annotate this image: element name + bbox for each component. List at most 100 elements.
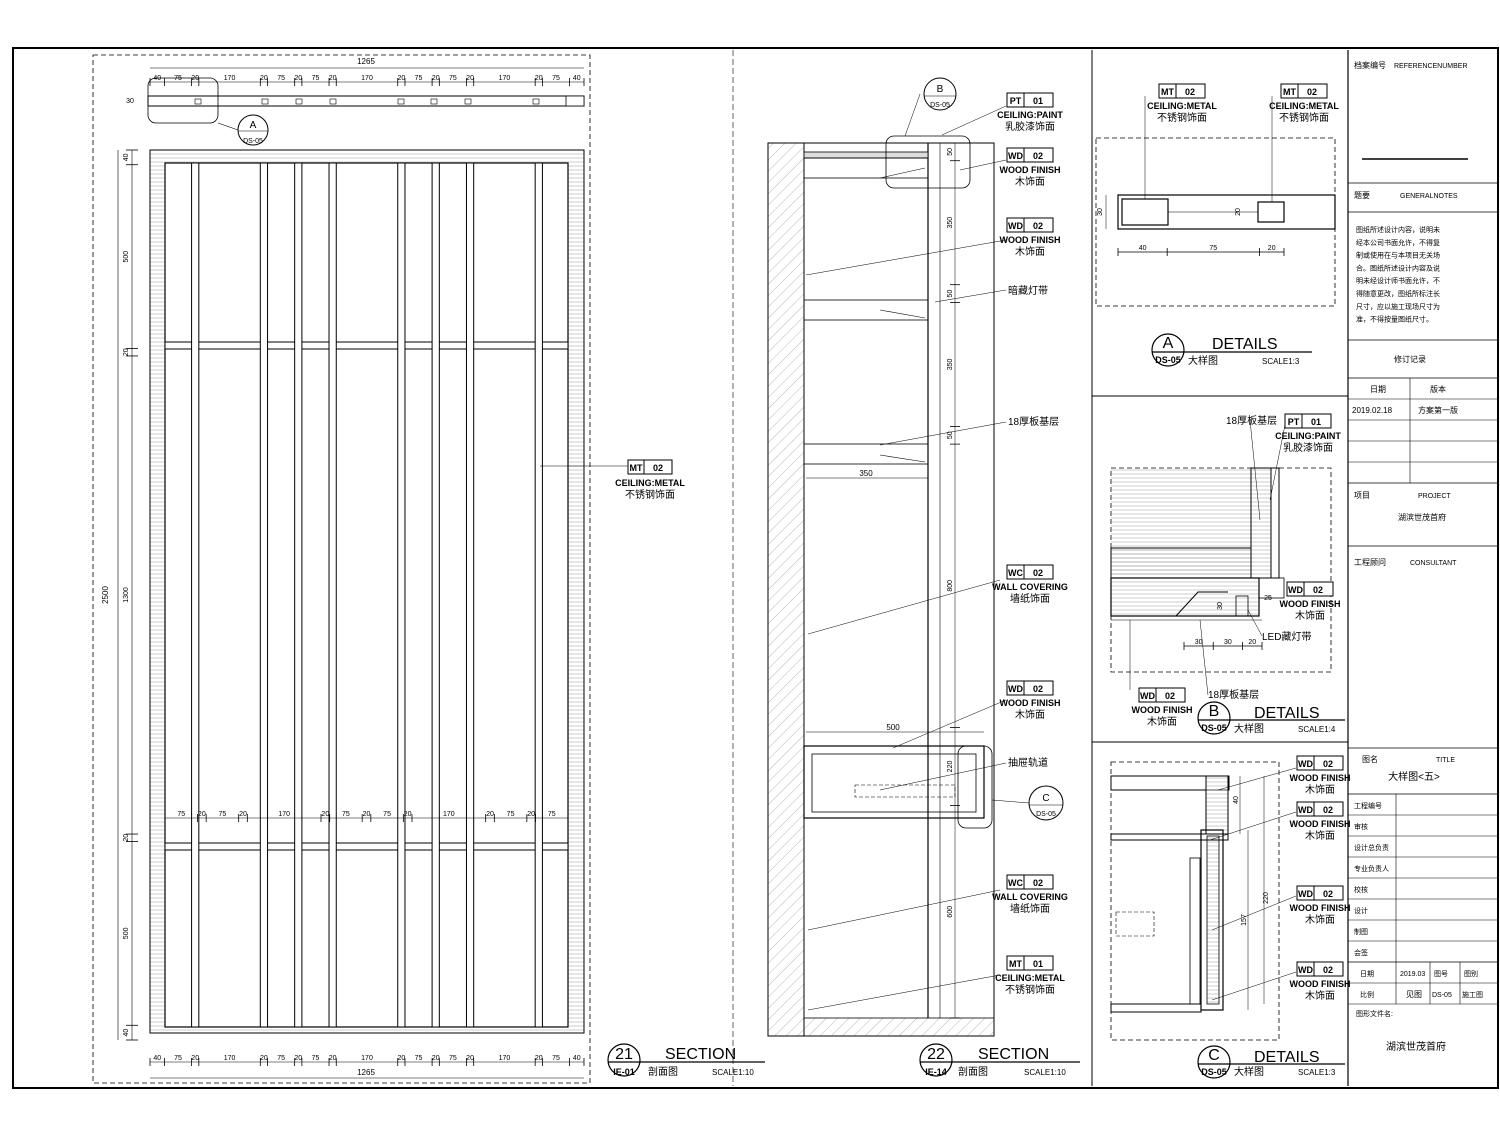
- tag-C: C DS-05: [991, 785, 1064, 821]
- signature-row-label: 审核: [1354, 822, 1368, 831]
- mid-dim-value: 75: [548, 811, 556, 818]
- detailA-label-en: CEILING:METAL: [1147, 101, 1217, 111]
- detailB-label-en: CEILING:PAINT: [1275, 431, 1341, 441]
- detailB-label-num: 01: [1311, 417, 1321, 427]
- svg-text:SECTION: SECTION: [665, 1046, 736, 1063]
- left-dim-value: 1300: [123, 587, 130, 603]
- svg-text:DETAILS: DETAILS: [1254, 705, 1320, 722]
- detailA-label-cn: 不锈钢饰面: [1279, 111, 1329, 124]
- detailB-label-cn: 木饰面: [1295, 609, 1325, 622]
- svg-text:日期: 日期: [1360, 970, 1374, 978]
- detailA-label-num: 02: [1307, 87, 1317, 97]
- general-notes: 图纸所述设计内容，说明未经本公司书面允许，不得复制或使用在与本项目无关场合。图纸…: [1356, 225, 1440, 324]
- svg-text:2019.02.18: 2019.02.18: [1352, 406, 1393, 415]
- section22-label-num: 02: [1033, 151, 1043, 161]
- detailB-title: B DS-05 DETAILS 大样图 SCALE1:4: [1197, 701, 1345, 735]
- detailC-label-tag: WD: [1298, 965, 1313, 975]
- svg-text:C: C: [1042, 793, 1049, 804]
- detailA-height: 30: [1097, 208, 1104, 216]
- left-total-dim: 2500: [101, 586, 110, 604]
- section22-label-tag: PT: [1010, 96, 1022, 106]
- dim22-value: 350: [947, 358, 954, 370]
- detailA-label-cn: 不锈钢饰面: [1157, 111, 1207, 124]
- detailB-note-board-top: 18厚板基层: [1226, 414, 1277, 427]
- svg-text:C: C: [1208, 1047, 1220, 1064]
- left-dim-value: 20: [123, 348, 130, 356]
- svg-text:SCALE1:3: SCALE1:3: [1298, 1068, 1336, 1077]
- svg-text:DETAILS: DETAILS: [1212, 336, 1278, 353]
- detailC-label-num: 02: [1323, 965, 1333, 975]
- svg-text:DS-05: DS-05: [1036, 811, 1056, 818]
- bottom-dim-value: 20: [260, 1055, 268, 1062]
- detailB-label-box: [1138, 687, 1186, 703]
- top-dim-value: 75: [312, 75, 320, 82]
- signature-row-label: 设计总负责: [1354, 843, 1389, 852]
- detailB-note-led: LED藏灯带: [1262, 631, 1311, 643]
- svg-text:大样图: 大样图: [1188, 354, 1218, 367]
- svg-text:见图: 见图: [1406, 990, 1422, 999]
- section22-label-num: 02: [1033, 878, 1043, 888]
- left-dim-value: 500: [123, 927, 130, 939]
- top-dim-value: 170: [499, 75, 511, 82]
- detailA-label-tag: MT: [1161, 87, 1174, 97]
- dim22-value: 350: [947, 217, 954, 229]
- detailB-label-tag: PT: [1288, 417, 1300, 427]
- section22-label-box: [1006, 680, 1054, 696]
- signature-row-label: 工程编号: [1354, 801, 1382, 810]
- detailB-label-box: [1284, 413, 1332, 429]
- detailC-label-num: 02: [1323, 805, 1333, 815]
- section22-label-box: [1006, 217, 1054, 233]
- svg-text:档案编号: 档案编号: [1354, 60, 1386, 70]
- svg-text:DS-05: DS-05: [1432, 992, 1452, 999]
- mid-dim-value: 20: [239, 811, 247, 818]
- svg-text:PROJECT: PROJECT: [1418, 493, 1451, 500]
- svg-text:IE-14: IE-14: [925, 1067, 947, 1077]
- left-dim-value: 500: [123, 251, 130, 263]
- section22-label-en: WOOD FINISH: [1000, 698, 1061, 708]
- mid-dim-value: 75: [177, 811, 185, 818]
- detailC-label-num: 02: [1323, 759, 1333, 769]
- top-strip: [147, 77, 585, 124]
- vertical-bars: [191, 162, 543, 1028]
- vertical-bar: [191, 162, 200, 1028]
- section22-label-cn: 墙纸饰面: [1010, 902, 1050, 915]
- dim22-value: 800: [947, 580, 954, 592]
- bottom-dim-value: 170: [224, 1055, 236, 1062]
- svg-text:比例: 比例: [1360, 990, 1374, 999]
- detailC-label-box: [1296, 755, 1344, 771]
- svg-text:157: 157: [1241, 914, 1248, 926]
- detailA-dim-value: 75: [1209, 245, 1217, 252]
- left-dim-value: 20: [123, 834, 130, 842]
- vertical-bar: [328, 162, 337, 1028]
- svg-text:DS-05: DS-05: [243, 138, 263, 145]
- section22-label-en: WOOD FINISH: [1000, 165, 1061, 175]
- svg-text:25: 25: [1264, 595, 1272, 602]
- signature-row-label: 专业负责人: [1354, 864, 1389, 873]
- svg-text:剖面图: 剖面图: [958, 1065, 988, 1078]
- top-dim-value: 75: [174, 75, 182, 82]
- svg-text:A: A: [250, 120, 257, 131]
- section22-label-box: [1006, 92, 1054, 108]
- mid-dim-value: 75: [507, 811, 515, 818]
- svg-text:工程顾问: 工程顾问: [1354, 558, 1386, 567]
- svg-text:DS-05: DS-05: [930, 102, 950, 109]
- detailC-label-cn: 木饰面: [1305, 783, 1335, 796]
- detailA-title: A DS-05 DETAILS 大样图 SCALE1:3: [1151, 333, 1312, 367]
- svg-text:SCALE1:3: SCALE1:3: [1262, 357, 1300, 366]
- svg-text:DS-05: DS-05: [1201, 1067, 1227, 1077]
- svg-text:TITLE: TITLE: [1436, 757, 1455, 764]
- svg-text:IE-01: IE-01: [613, 1067, 635, 1077]
- detailB-dim-value: 20: [1248, 639, 1256, 646]
- detailA-label-tag: MT: [1283, 87, 1296, 97]
- signature-row-label: 制图: [1354, 927, 1368, 936]
- svg-text:项目: 项目: [1354, 491, 1370, 500]
- svg-text:02: 02: [653, 463, 663, 473]
- bottom-dim-value: 20: [397, 1055, 405, 1062]
- section22-label-tag: MT: [1009, 959, 1022, 969]
- svg-text:版本: 版本: [1430, 384, 1446, 394]
